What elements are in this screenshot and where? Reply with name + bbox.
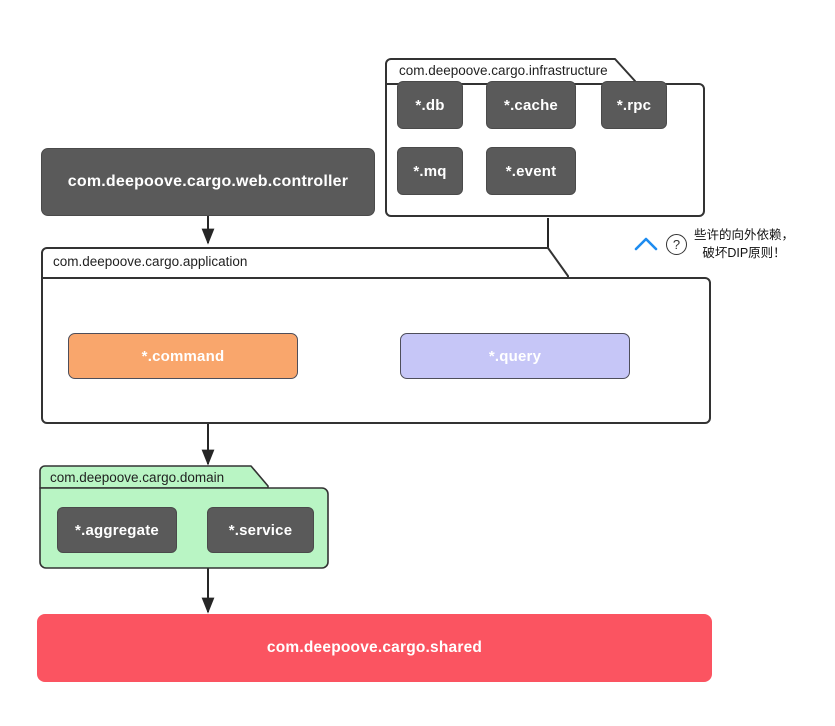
package-application-label: com.deepoove.cargo.application [53,254,248,269]
package-domain-label: com.deepoove.cargo.domain [50,470,225,485]
node-aggregate[interactable]: *.aggregate [57,507,177,553]
node-web-controller[interactable]: com.deepoove.cargo.web.controller [41,148,375,216]
node-event[interactable]: *.event [486,147,576,195]
package-application-shape [41,247,711,424]
node-query[interactable]: *.query [400,333,630,379]
annotation-text: 些许的向外依赖， 破坏DIP原则！ [694,226,794,262]
annotation-dip-warning: ? 些许的向外依赖， 破坏DIP原则！ [633,226,794,262]
node-service[interactable]: *.service [207,507,314,553]
question-mark-icon: ? [666,233,687,255]
package-infrastructure-label: com.deepoove.cargo.infrastructure [399,63,608,78]
package-application[interactable]: com.deepoove.cargo.application [40,246,712,426]
annotation-line-2: 破坏DIP原则！ [702,246,786,261]
node-cache[interactable]: *.cache [486,81,576,129]
node-db[interactable]: *.db [397,81,463,129]
annotation-line-1: 些许的向外依赖， [694,228,795,242]
question-mark-glyph: ? [672,236,681,252]
node-shared[interactable]: com.deepoove.cargo.shared [37,614,712,682]
node-rpc[interactable]: *.rpc [601,81,667,129]
node-command[interactable]: *.command [68,333,298,379]
chevron-up-icon [634,237,658,251]
node-mq[interactable]: *.mq [397,147,463,195]
